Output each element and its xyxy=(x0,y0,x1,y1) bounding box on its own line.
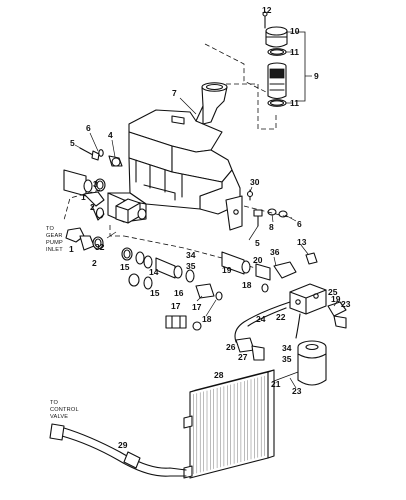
callout-18: 18 xyxy=(202,314,212,324)
callout-22: 22 xyxy=(276,312,286,322)
callout-23: 23 xyxy=(292,386,302,396)
callout-3: 3 xyxy=(93,179,98,189)
note-line: VALVE xyxy=(50,414,68,420)
hydraulic-tank xyxy=(107,43,269,231)
callout-18: 18 xyxy=(242,280,252,290)
note-line: INLET xyxy=(46,247,63,253)
note-line: TO xyxy=(50,400,59,406)
callout-14: 14 xyxy=(149,267,159,277)
callout-8: 8 xyxy=(269,222,274,232)
callout-34: 34 xyxy=(186,250,196,260)
tank-left-fittings xyxy=(63,147,147,251)
callout-11: 11 xyxy=(290,47,299,57)
callout-15: 15 xyxy=(150,288,160,298)
callout-17: 17 xyxy=(171,301,181,311)
callout-30: 30 xyxy=(250,177,260,187)
callout-1: 1 xyxy=(81,192,86,202)
note-line: CONTROL xyxy=(50,407,79,413)
valve-block xyxy=(234,283,347,361)
note-line: PUMP xyxy=(46,240,63,246)
callout-2: 2 xyxy=(92,258,97,268)
callout-17: 17 xyxy=(192,302,202,312)
callout-20: 20 xyxy=(253,255,263,265)
callout-19: 19 xyxy=(331,294,341,304)
leader-lines xyxy=(74,16,339,389)
callout-11: 11 xyxy=(290,98,299,108)
callout-10: 10 xyxy=(290,26,300,36)
callout-36: 36 xyxy=(270,247,280,257)
tank-right-fittings xyxy=(243,189,293,227)
callout-34: 34 xyxy=(282,343,292,353)
callout-13: 13 xyxy=(297,237,307,247)
callout-9: 9 xyxy=(314,71,319,81)
suction-line-fittings xyxy=(121,235,318,331)
callout-21: 21 xyxy=(271,379,281,389)
oil-filter xyxy=(297,340,327,386)
callout-19: 19 xyxy=(222,265,232,275)
note-line: TO xyxy=(46,226,55,232)
note-control-valve: TO CONTROL VALVE xyxy=(50,400,79,420)
note-gear-pump-inlet: TO GEAR PUMP INLET xyxy=(46,226,63,253)
callout-25: 25 xyxy=(328,287,338,297)
callout-7: 7 xyxy=(172,88,177,98)
callout-26: 26 xyxy=(226,342,236,352)
callout-32: 32 xyxy=(95,242,105,252)
callout-1: 1 xyxy=(69,244,74,254)
callout-2: 2 xyxy=(90,202,95,212)
callout-4: 4 xyxy=(108,130,113,140)
oil-cooler xyxy=(183,369,275,479)
callout-23: 23 xyxy=(341,299,351,309)
callout-28: 28 xyxy=(214,370,224,380)
callout-27: 27 xyxy=(238,352,248,362)
hydraulic-hose xyxy=(49,423,187,477)
callout-5: 5 xyxy=(70,138,75,148)
callout-24: 24 xyxy=(256,314,266,324)
callout-35: 35 xyxy=(186,261,196,271)
callout-6: 6 xyxy=(297,219,302,229)
callout-12: 12 xyxy=(262,5,272,15)
callout-5: 5 xyxy=(255,238,260,248)
callout-16: 16 xyxy=(174,288,184,298)
callout-6: 6 xyxy=(86,123,91,133)
callout-15: 15 xyxy=(120,262,130,272)
note-line: GEAR xyxy=(46,233,63,239)
callout-29: 29 xyxy=(118,440,128,450)
callout-35: 35 xyxy=(282,354,292,364)
callout-numbers: 12 10 11 9 11 7 6 4 5 3 30 1 2 8 6 32 5 … xyxy=(69,5,351,450)
